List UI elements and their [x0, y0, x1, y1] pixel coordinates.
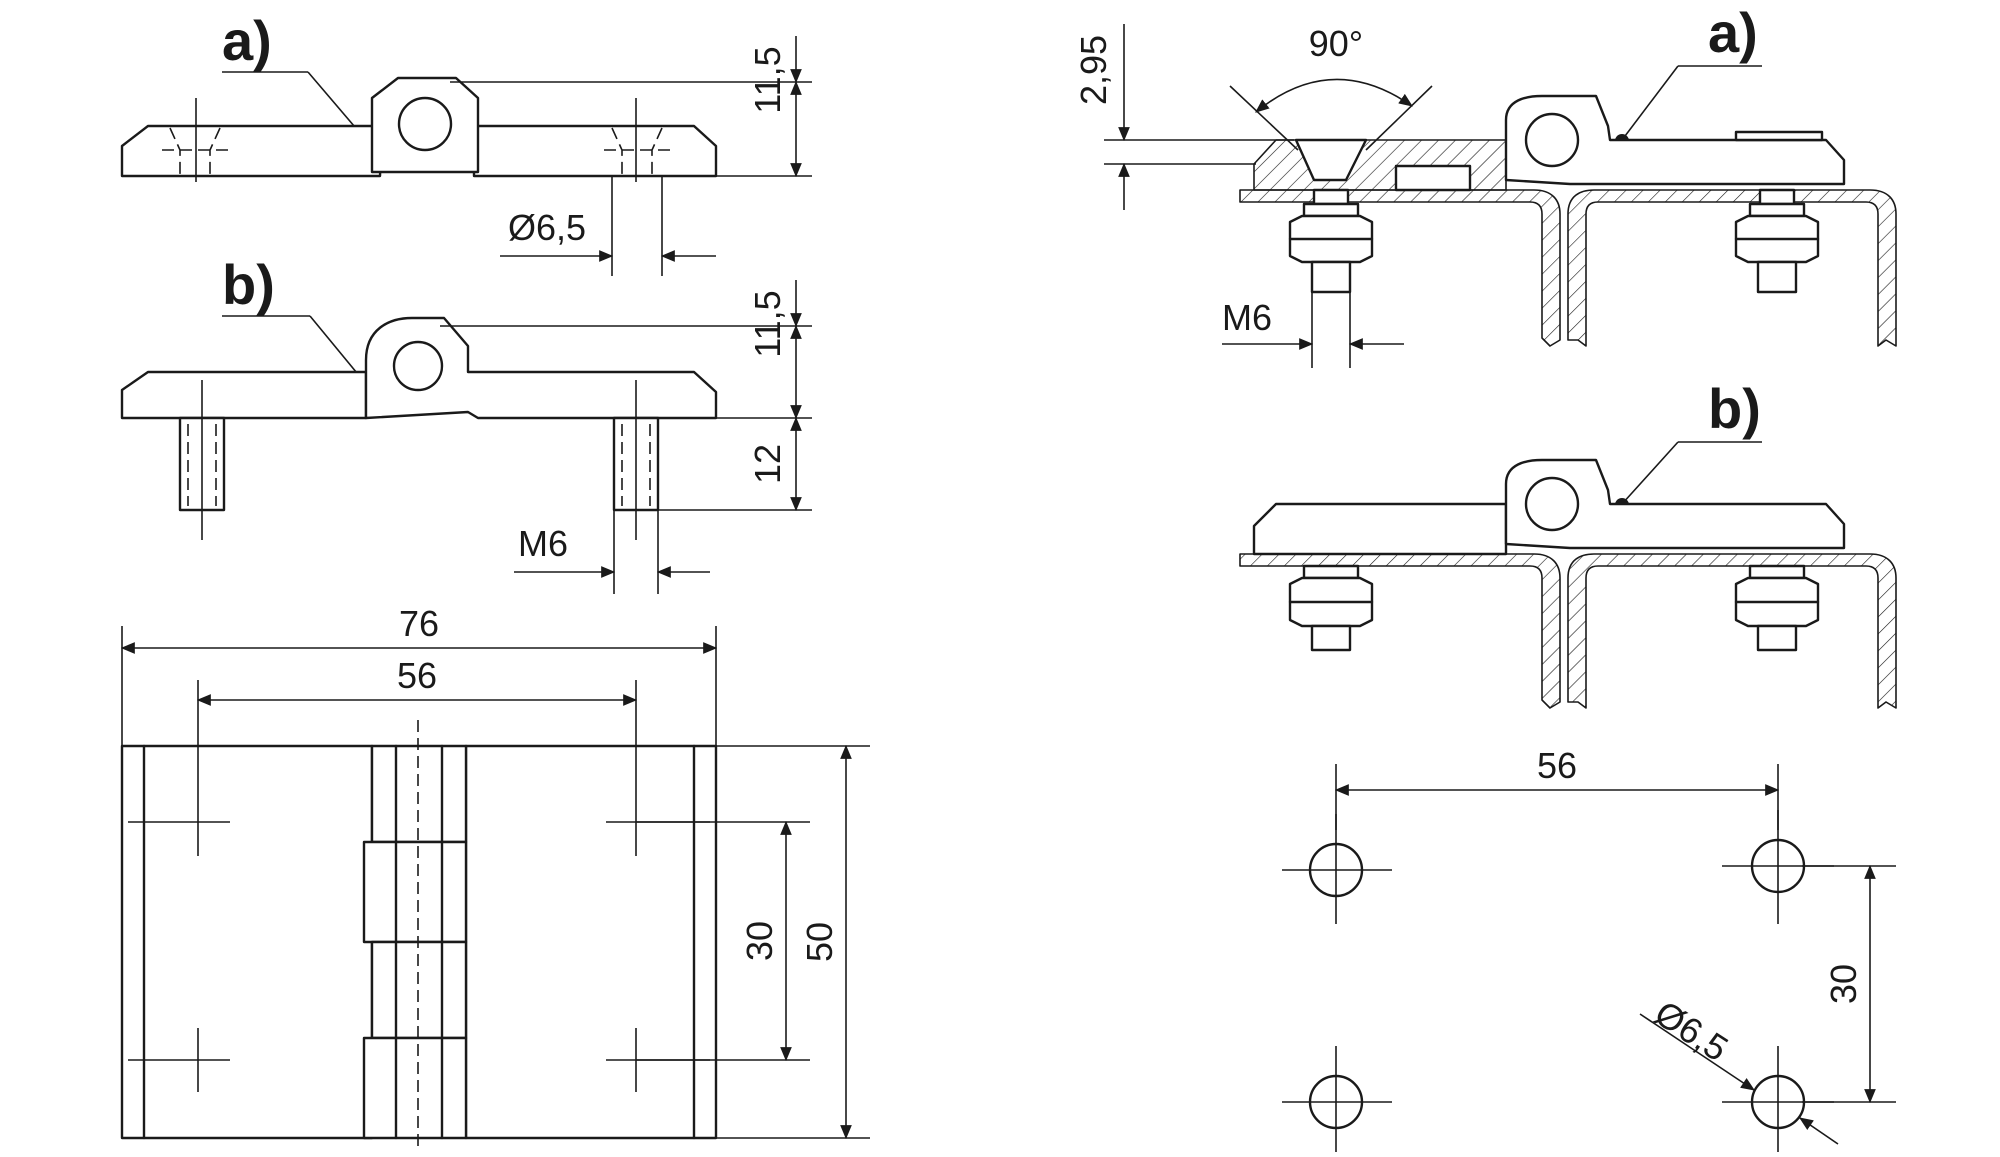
dim-text-30-hp: 30 [1823, 964, 1864, 1004]
dim-text-hole-hp: Ø6,5 [1648, 992, 1736, 1069]
screw-end-left-a [1310, 260, 1352, 294]
hinge-leaf-left-a [120, 124, 384, 178]
stud-end-left-b [1310, 624, 1352, 652]
dim-text-50-plan: 50 [799, 922, 840, 962]
label-a-right: a) [1708, 1, 1758, 64]
dim-text-76: 76 [399, 603, 439, 644]
hinge-pin-b [392, 340, 444, 392]
countersunk-screw-head [1294, 138, 1368, 182]
hole-mark-top-left [128, 790, 230, 856]
dim-text-angle: 90° [1309, 23, 1363, 64]
label-b-left: b) [222, 253, 275, 316]
panel-plate-right-a [1567, 189, 1897, 347]
washer-right-a [1748, 202, 1806, 218]
section-pin-a [1524, 112, 1580, 168]
countersink-hidden-left-a [162, 127, 228, 176]
dim-text-height-b: 11,5 [747, 290, 788, 357]
hole-pattern: 56 30 Ø6,5 [1282, 745, 1896, 1152]
side-view-a: a) 11,5 Ø6,5 [120, 9, 812, 276]
dim-text-height-a: 11,5 [747, 46, 788, 113]
knuckle-segment-3 [370, 940, 468, 1040]
screw-shank-right-a [1758, 188, 1796, 206]
knuckle-segment-2 [362, 840, 468, 944]
plan-leaf-right [464, 744, 718, 1140]
washer-left-a [1302, 202, 1360, 218]
section-knuckle-leaf-b [1504, 458, 1846, 550]
section-pin-b [1524, 476, 1580, 532]
dim-arrow-hole-hp-in [1639, 1013, 1755, 1091]
hinge-leaf-left-b [120, 370, 368, 420]
hole-bottom-right-cross [1722, 1046, 1834, 1152]
hinge-knuckle-a [370, 76, 480, 174]
dim-text-thread-b: M6 [518, 523, 568, 564]
hole-top-right-cross [1722, 810, 1834, 924]
hinge-pin-a [397, 96, 453, 152]
dim-text-295: 2,95 [1073, 35, 1114, 105]
hole-mark-bottom-left [128, 1028, 230, 1092]
hinge-leaf-right-a [472, 124, 718, 178]
hinge-leaf-right-b [364, 316, 718, 420]
label-b-right: b) [1708, 377, 1761, 440]
stud-end-right-b [1756, 624, 1798, 652]
label-a-left: a) [222, 9, 272, 72]
washer-left-b [1302, 564, 1360, 580]
dim-text-56-hp: 56 [1537, 745, 1577, 786]
washer-right-b [1748, 564, 1806, 580]
knuckle-segment-4 [362, 1036, 468, 1140]
dim-text-stud-b: 12 [747, 444, 788, 484]
hole-bottom-left-cross [1282, 1046, 1392, 1152]
screw-end-right-a [1756, 260, 1798, 294]
angle-arc-90 [1255, 78, 1413, 113]
dim-text-hole-a: Ø6,5 [508, 207, 586, 248]
section-knuckle-leaf-a [1504, 94, 1846, 186]
leaf-plate-a [1734, 130, 1824, 142]
screw-shank-left-a [1312, 188, 1350, 206]
plan-leaf-left [120, 744, 374, 1140]
countersink-hidden-right-a [604, 127, 670, 176]
side-view-b: b) 11,5 12 M6 [120, 253, 812, 594]
dim-arrow-hole-hp-out [1799, 1117, 1839, 1145]
plan-view: 76 56 30 50 [120, 603, 870, 1150]
panel-plate-left-a [1239, 189, 1561, 347]
panel-plate-right-b [1567, 553, 1897, 709]
section-leaf-left-b [1252, 502, 1508, 556]
dim-text-56-plan: 56 [397, 655, 437, 696]
leaf-recess-a [1394, 164, 1472, 192]
section-view-a: a) 90° 2,95 M6 [1073, 1, 1897, 368]
dim-text-m6-right: M6 [1222, 297, 1272, 338]
panel-plate-left-b [1239, 553, 1561, 709]
leader-b-right-d [1621, 441, 1679, 505]
section-view-b: b) [1239, 377, 1897, 709]
knuckle-segment-1 [370, 744, 468, 844]
dim-text-30-plan: 30 [739, 921, 780, 961]
hole-top-left-cross [1282, 814, 1392, 924]
leader-a-right-d [1621, 65, 1679, 141]
